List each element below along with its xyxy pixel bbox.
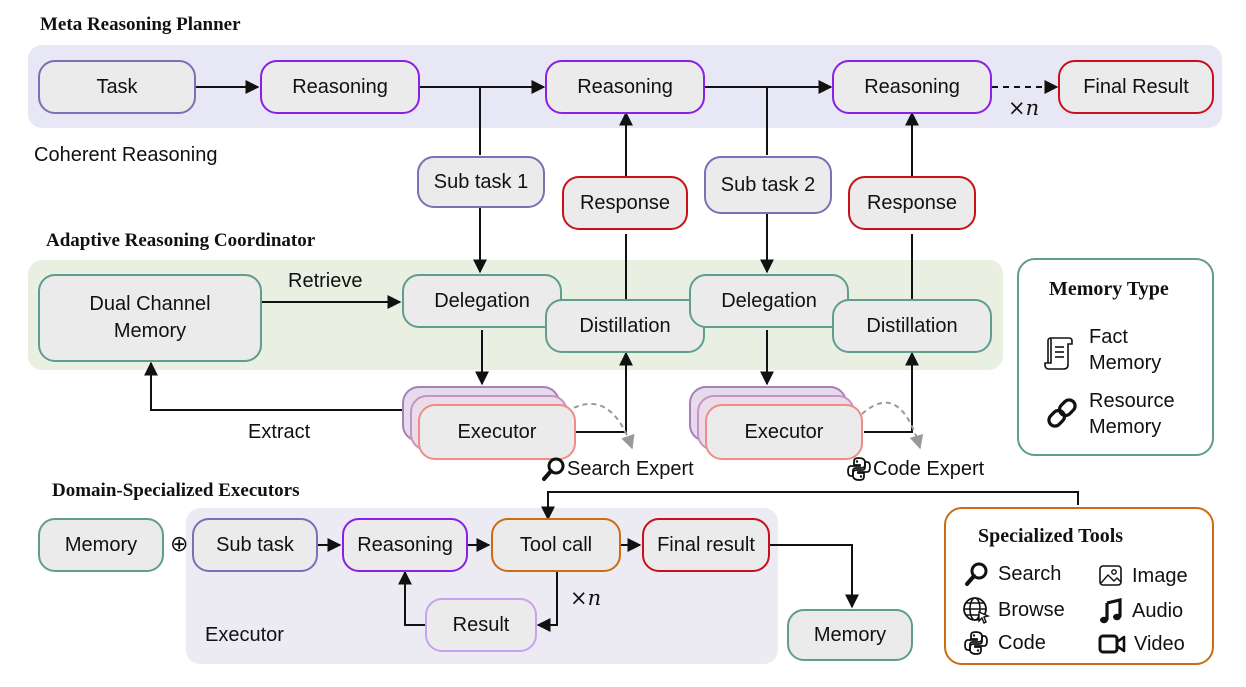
task-node: Task [38, 60, 196, 114]
coherent-reasoning-label: Coherent Reasoning [34, 144, 218, 166]
image-icon [1099, 565, 1122, 586]
meta-planner-title: Meta Reasoning Planner [40, 14, 241, 35]
python-icon [847, 457, 871, 481]
tool-audio: Audio [1098, 598, 1183, 624]
tool-image-label: Image [1132, 564, 1188, 587]
resource-memory-label: Resource Memory [1089, 388, 1175, 440]
fact-line2: Memory [1089, 352, 1162, 374]
tool-video: Video [1098, 632, 1185, 656]
search-expert: Search Expert [541, 456, 694, 482]
tool-search: Search [964, 561, 1061, 587]
distillation-node-1: Distillation [545, 299, 705, 353]
delegation-node-2: Delegation [689, 274, 849, 328]
tool-call-node: Tool call [491, 518, 621, 572]
search-expert-label: Search Expert [567, 457, 694, 480]
tool-audio-label: Audio [1132, 599, 1184, 622]
memory-output-node: Memory [787, 609, 913, 661]
executor-reasoning-node: Reasoning [342, 518, 468, 572]
specialized-tools-title: Specialized Tools [978, 525, 1124, 547]
fact-line1: Fact [1089, 326, 1128, 348]
scroll-icon [1044, 337, 1073, 370]
memory-type-card: Memory Type Fact Memory Resource Memory [1017, 258, 1214, 456]
tool-code: Code [962, 630, 1046, 656]
subtask-node: Sub task [192, 518, 318, 572]
globe-icon [963, 597, 990, 624]
retrieve-label: Retrieve [288, 270, 363, 292]
video-camera-icon [1098, 634, 1126, 654]
tool-search-label: Search [998, 562, 1062, 585]
distillation-node-2: Distillation [832, 299, 992, 353]
python-icon [964, 631, 988, 655]
final-result-node: Final Result [1058, 60, 1214, 114]
memory-type-title: Memory Type [1049, 278, 1169, 300]
dual-channel-memory-node: Dual Channel Memory [38, 274, 262, 362]
tool-browse-label: Browse [998, 598, 1065, 621]
code-expert: Code Expert [845, 456, 984, 482]
tool-browse: Browse [962, 596, 1065, 624]
music-note-icon [1100, 598, 1122, 624]
subtask-2-node: Sub task 2 [704, 156, 832, 214]
extract-label: Extract [248, 421, 311, 443]
response-node-1: Response [562, 176, 688, 230]
repeat-n-label: ×n [1008, 96, 1040, 120]
memory-label-line2: Memory [113, 320, 187, 342]
executor-band-label: Executor [205, 624, 284, 646]
memory-label-line1: Dual Channel [89, 293, 211, 315]
coordinator-title: Adaptive Reasoning Coordinator [46, 230, 316, 251]
delegation-node-1: Delegation [402, 274, 562, 328]
code-expert-label: Code Expert [873, 457, 985, 480]
search-icon [542, 457, 565, 481]
resource-line2: Memory [1089, 416, 1162, 438]
executor-node-1: Executor [418, 404, 576, 460]
tool-video-label: Video [1134, 632, 1185, 655]
reasoning-node-2: Reasoning [545, 60, 705, 114]
executor-node-2: Executor [705, 404, 863, 460]
memory-input-node: Memory [38, 518, 164, 572]
executors-title: Domain-Specialized Executors [52, 480, 300, 501]
result-node: Result [425, 598, 537, 652]
link-icon [1047, 398, 1077, 428]
fact-memory-label: Fact Memory [1089, 324, 1161, 376]
plus-operator: ⊕ [170, 532, 189, 557]
resource-line1: Resource [1089, 390, 1175, 412]
specialized-tools-card: Specialized Tools Search Browse Code [944, 507, 1214, 665]
reasoning-node-1: Reasoning [260, 60, 420, 114]
reasoning-node-3: Reasoning [832, 60, 992, 114]
search-icon [965, 562, 988, 586]
loop-repeat-label: ×n [570, 586, 602, 610]
executor-final-result-node: Final result [642, 518, 770, 572]
response-node-2: Response [848, 176, 976, 230]
subtask-1-node: Sub task 1 [417, 156, 545, 208]
tool-code-label: Code [998, 631, 1046, 654]
tool-image: Image [1098, 563, 1188, 589]
